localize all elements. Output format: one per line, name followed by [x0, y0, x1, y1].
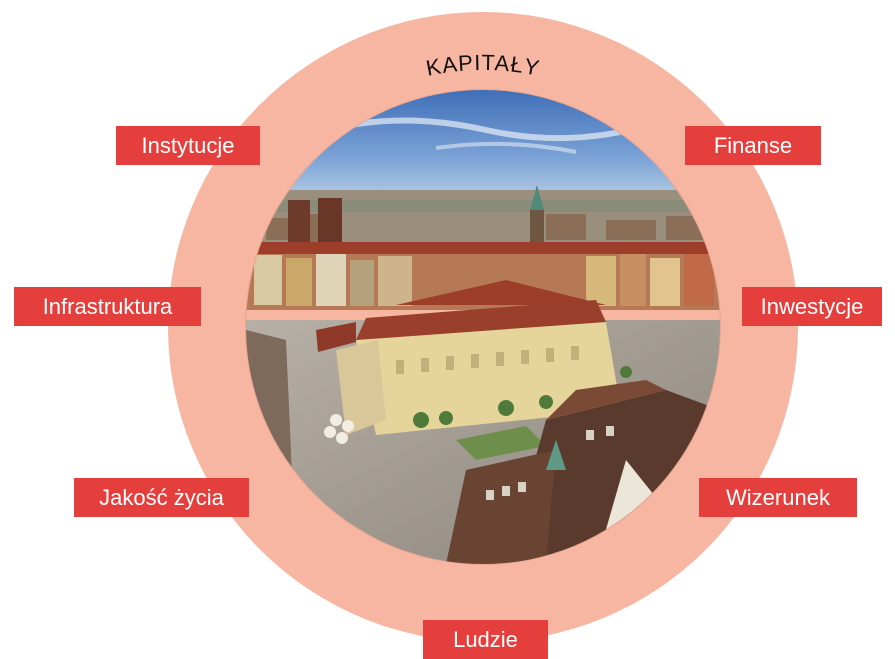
label-finanse: Finanse: [685, 126, 821, 165]
label-inwestycje: Inwestycje: [742, 287, 882, 326]
label-wizerunek: Wizerunek: [699, 478, 857, 517]
label-instytucje: Instytucje: [116, 126, 260, 165]
label-ludzie: Ludzie: [423, 620, 548, 659]
label-jakosc-zycia: Jakość życia: [74, 478, 249, 517]
label-infrastruktura: Infrastruktura: [14, 287, 201, 326]
city-photo: [246, 90, 720, 564]
city-photo-illustration: [246, 90, 720, 564]
